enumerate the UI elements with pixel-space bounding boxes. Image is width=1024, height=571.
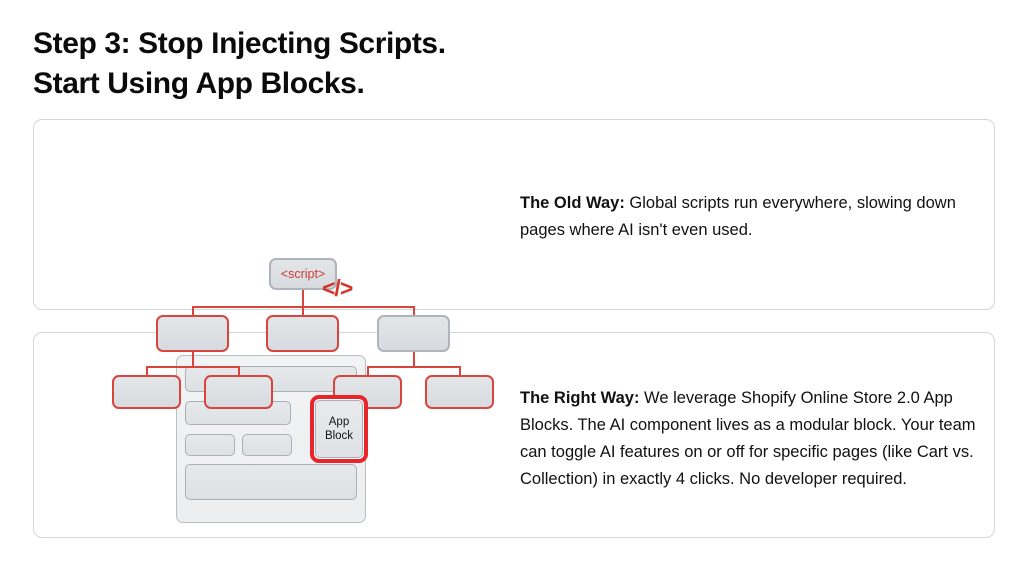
- tree-node-level2: [377, 315, 450, 352]
- tree-node-level2: [156, 315, 229, 352]
- old-way-body: Global scripts run everywhere, slowing d…: [520, 193, 956, 239]
- tree-node-level3: [425, 375, 494, 409]
- tree-connector: [413, 352, 415, 367]
- app-block-wireframe-diagram: App Block: [34, 333, 504, 539]
- wireframe-section-bar: [185, 434, 235, 456]
- tree-connector: [192, 352, 194, 367]
- title-line-1: Step 3: Stop Injecting Scripts.: [33, 27, 446, 60]
- tree-connector: [367, 366, 460, 368]
- right-way-body: We leverage Shopify Online Store 2.0 App…: [520, 388, 976, 488]
- app-block-label-line-1: App: [328, 416, 350, 428]
- tree-node-level2: [266, 315, 339, 352]
- wireframe-section-bar: [242, 434, 292, 456]
- tree-connector: [459, 366, 461, 376]
- old-way-lead: The Old Way:: [520, 193, 625, 212]
- old-way-paragraph: The Old Way: Global scripts run everywhe…: [520, 190, 980, 244]
- right-way-lead: The Right Way:: [520, 388, 640, 407]
- tree-node-level3: [112, 375, 181, 409]
- app-block-tile: App Block: [315, 400, 363, 458]
- code-brackets-icon: </>: [322, 275, 353, 301]
- script-tag-label: <script>: [280, 267, 326, 281]
- tree-connector: [192, 306, 194, 316]
- card-right-way: App Block The Right Way: We leverage Sho…: [33, 332, 995, 538]
- tree-connector: [413, 306, 415, 316]
- tree-connector: [367, 366, 369, 376]
- right-way-paragraph: The Right Way: We leverage Shopify Onlin…: [520, 385, 980, 493]
- tree-connector: [146, 366, 148, 376]
- tree-node-level3: [204, 375, 273, 409]
- app-block-label-line-2: Block: [324, 430, 354, 442]
- right-way-copy-block: The Right Way: We leverage Shopify Onlin…: [520, 368, 980, 509]
- script-injection-tree-diagram: <script> </>: [34, 120, 504, 409]
- tree-node-script-root: <script>: [269, 258, 337, 290]
- card-old-way: <script> </> The Old Way: Global scripts…: [33, 119, 995, 409]
- tree-connector: [302, 306, 304, 316]
- tree-connector: [146, 366, 239, 368]
- title-line-2: Start Using App Blocks.: [33, 67, 365, 100]
- page-title: Step 3: Stop Injecting Scripts. Start Us…: [33, 24, 933, 104]
- tree-connector: [238, 366, 240, 376]
- old-way-copy-block: The Old Way: Global scripts run everywhe…: [520, 173, 980, 260]
- tree-connector: [302, 290, 304, 307]
- wireframe-section-bar: [185, 464, 357, 500]
